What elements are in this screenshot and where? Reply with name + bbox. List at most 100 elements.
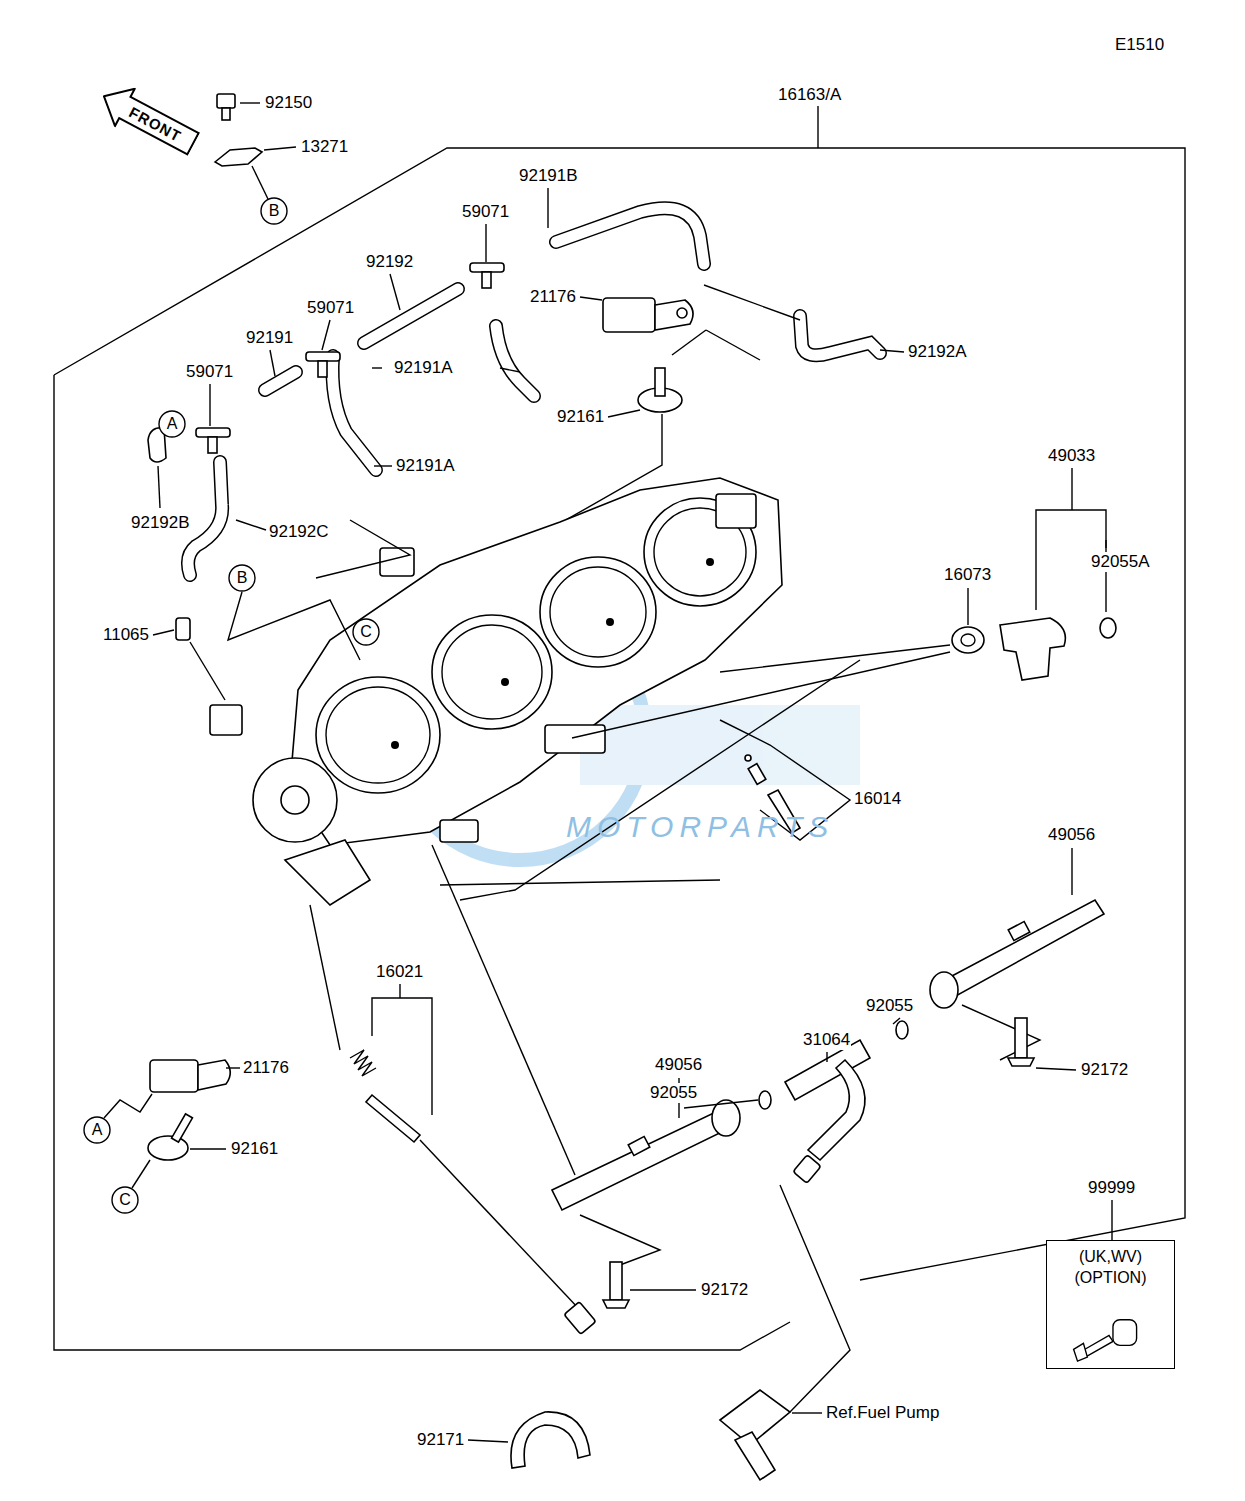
reference-circle: A xyxy=(83,1116,111,1144)
leader-line xyxy=(240,102,260,103)
leader-line xyxy=(893,1018,900,1024)
callout-number: 21176 xyxy=(242,1058,290,1078)
throttle-cable xyxy=(310,905,596,1334)
part-outline xyxy=(545,725,605,753)
part-outline xyxy=(380,548,414,576)
tee-fittings xyxy=(196,224,504,453)
part-outline xyxy=(482,272,491,288)
reference-letter: A xyxy=(92,1121,103,1139)
callout-number: 59071 xyxy=(461,202,510,222)
part-outline xyxy=(511,1412,590,1468)
callout-number: 92191 xyxy=(245,328,294,348)
watermark-text: MOTORPARTS xyxy=(565,810,835,845)
hose-outline xyxy=(188,462,222,575)
part-outline xyxy=(210,705,242,735)
part-outline xyxy=(735,1432,775,1480)
cap xyxy=(153,520,410,700)
fuel-rails xyxy=(432,845,1104,1265)
leader-line xyxy=(158,466,160,508)
leader-line xyxy=(190,1148,226,1149)
callout-number: 16014 xyxy=(853,789,902,809)
leader-line xyxy=(792,1412,822,1413)
part-outline xyxy=(952,627,984,653)
part-outline xyxy=(318,361,327,377)
leader-line xyxy=(672,330,706,355)
part-outline xyxy=(628,1136,650,1155)
hose-outline xyxy=(364,289,458,343)
part-outline xyxy=(610,1262,622,1300)
leader-line xyxy=(817,106,818,148)
leader-line xyxy=(316,520,410,578)
reference-circle: A xyxy=(158,410,186,438)
part-outline xyxy=(306,352,340,361)
leader-line xyxy=(1071,468,1072,510)
part-outline xyxy=(366,1095,420,1142)
leader-line xyxy=(264,147,296,150)
part-outline xyxy=(501,678,509,686)
leader-line xyxy=(572,652,950,738)
part-outline xyxy=(655,300,693,330)
hose-outline xyxy=(556,208,704,264)
reference-letter: A xyxy=(167,415,178,433)
part-outline xyxy=(580,705,860,785)
callout-number: 92161 xyxy=(556,407,605,427)
callout-number: 92192B xyxy=(130,513,191,533)
part-outline xyxy=(552,1110,730,1210)
part-outline xyxy=(677,308,687,318)
leader-line xyxy=(468,1440,508,1442)
callout-number: 92191A xyxy=(395,456,456,476)
callout-number: 13271 xyxy=(300,137,349,157)
hose-outline xyxy=(265,372,296,390)
assembly-outline xyxy=(54,106,1185,1350)
leader-line xyxy=(547,188,548,228)
part-outline xyxy=(808,1060,865,1160)
callout-number: 92172 xyxy=(1080,1060,1129,1080)
part-outline xyxy=(564,1302,596,1335)
leader-line xyxy=(54,148,1185,1280)
leader-line xyxy=(190,642,225,700)
part-outline xyxy=(1008,921,1030,940)
part-outline xyxy=(196,428,230,437)
leader-line xyxy=(485,224,486,262)
leader-line xyxy=(1111,1200,1112,1240)
part-outline xyxy=(603,298,655,332)
leader-line xyxy=(374,465,392,466)
callout-number: 92192A xyxy=(907,342,968,362)
hose-outline xyxy=(800,316,880,355)
leader-line xyxy=(630,1289,696,1290)
callout-number: 99999 xyxy=(1087,1178,1136,1198)
leader-line xyxy=(1071,848,1072,895)
hose-outline xyxy=(333,356,376,470)
leader-line xyxy=(1105,540,1106,548)
leader-line xyxy=(399,984,400,998)
part-outline xyxy=(930,972,958,1008)
callout-number: 92055A xyxy=(1090,552,1151,572)
hose-outline xyxy=(496,326,534,396)
callout-number: 49056 xyxy=(1047,825,1096,845)
reference-circle: C xyxy=(111,1186,139,1214)
leader-line xyxy=(460,660,860,900)
hose-outline xyxy=(556,208,704,264)
part-outline xyxy=(706,558,714,566)
part-outline xyxy=(712,1100,740,1136)
leader-line xyxy=(153,630,174,635)
leader-line xyxy=(967,588,968,625)
fuel-tee xyxy=(684,1018,908,1412)
callout-number: 49056 xyxy=(654,1055,703,1075)
part-outline xyxy=(540,557,656,667)
hose-outline xyxy=(333,356,376,470)
part-outline xyxy=(470,263,504,272)
leader-line xyxy=(706,330,760,360)
leader-line xyxy=(270,350,275,376)
callout-number: 31064 xyxy=(802,1030,851,1050)
hose-outline xyxy=(496,326,534,396)
hose-outline xyxy=(364,289,458,343)
part-outline xyxy=(176,618,190,640)
reference-circle: B xyxy=(260,197,288,225)
leader-line xyxy=(580,1215,660,1265)
leader-line xyxy=(54,375,790,1350)
leader-line xyxy=(310,905,340,1050)
leader-line xyxy=(720,645,950,672)
leader-line xyxy=(550,567,646,657)
leader-line xyxy=(826,1052,827,1062)
